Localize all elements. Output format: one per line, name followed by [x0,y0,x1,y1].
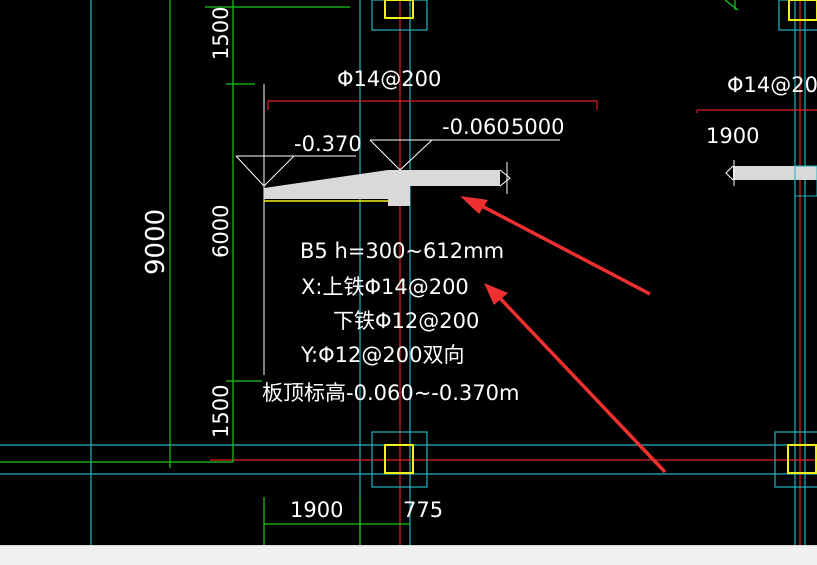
slab-section [235,84,817,375]
slab-note-line1: B5 h=300~612mm [300,239,504,263]
cad-drawing: 1500 9000 6000 1500 1900 775 1900 Φ14@20… [0,0,817,545]
column-top-right [778,0,817,31]
column-top [371,0,428,31]
rebar-top-label: Φ14@200 [337,67,441,91]
status-bar [0,545,817,565]
slab-note-line2: X:上铁Φ14@200 [301,275,469,299]
dim-bottom-left: 1900 [290,498,343,522]
span-label: 5000 [511,115,564,139]
dim-left-bottom: 1500 [209,385,233,438]
rebar-top-right-label: Φ14@20 [727,73,817,97]
slab-note-line3: 下铁Φ12@200 [333,309,479,333]
elevation-right-label: -0.060 [442,115,510,139]
dim-left-top: 1500 [209,7,233,60]
elevation-left-label: -0.370 [294,132,362,156]
dim-right-top: 1900 [706,124,759,148]
dim-bottom-right: 775 [403,498,443,522]
dim-left-mid: 6000 [209,205,233,258]
annotation-arrows [460,196,667,474]
axis-lines [210,0,817,545]
column-bottom [371,431,428,488]
slab-note-line4: Y:Φ12@200双向 [300,343,464,367]
dimension-lines [0,0,739,545]
column-bottom-right [774,431,817,488]
slab-note-line5: 板顶标高-0.060~-0.370m [262,381,519,405]
dim-left-total: 9000 [141,209,171,275]
